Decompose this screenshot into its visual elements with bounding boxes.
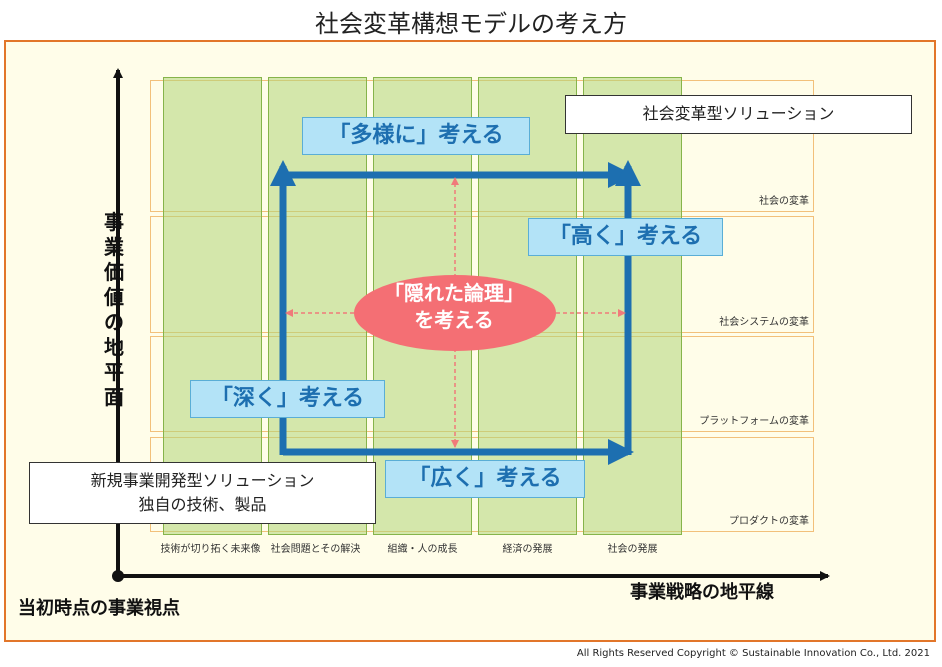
vertical-axis-char: 値: [104, 285, 124, 309]
social-transformation-solution-box: 社会変革型ソリューション: [565, 95, 912, 134]
column-label-organization: 組織・人の成長: [387, 544, 458, 555]
vertical-axis-label: 事 業 価 値 の 地 平 面: [100, 210, 128, 410]
column-future: [163, 77, 262, 535]
new-business-solution-box: 新規事業開発型ソリューション 独自の技術、製品: [29, 462, 376, 524]
vertical-axis-char: 事: [104, 210, 124, 234]
new-business-solution-line2: 独自の技術、製品: [138, 495, 267, 514]
vertical-axis-char: 平: [104, 360, 124, 384]
column-label-future: 技術が切り拓く未来像: [160, 544, 261, 555]
vertical-axis-char: 面: [104, 385, 124, 409]
column-label-social-problem: 社会問題とその解決: [270, 544, 361, 555]
hidden-logic-ellipse: [354, 275, 556, 351]
think-wide-box: 「広く」考える: [385, 460, 585, 498]
copyright-text: All Rights Reserved Copyright © Sustaina…: [576, 648, 930, 659]
vertical-axis-char: 地: [104, 335, 124, 359]
vertical-axis-char: の: [104, 310, 124, 334]
hidden-logic-label: 「隠れた論理」 を考える: [354, 280, 554, 334]
think-diverse-box: 「多様に」考える: [302, 117, 530, 155]
hidden-logic-line2: を考える: [414, 308, 494, 332]
think-deep-box: 「深く」考える: [190, 380, 385, 418]
vertical-axis-char: 価: [104, 260, 124, 284]
column-label-society: 社会の発展: [607, 544, 658, 555]
origin-label: 当初時点の事業視点: [18, 598, 180, 619]
column-label-economy: 経済の発展: [502, 544, 553, 555]
think-high-box: 「高く」考える: [528, 218, 723, 256]
new-business-solution-line1: 新規事業開発型ソリューション: [90, 471, 315, 490]
band-label-social: 社会の変革: [759, 196, 809, 207]
vertical-axis-char: 業: [104, 235, 124, 259]
hidden-logic-line1: 「隠れた論理」: [384, 281, 524, 305]
horizontal-axis-label: 事業戦略の地平線: [630, 582, 774, 603]
diagram-title: 社会変革構想モデルの考え方: [315, 10, 627, 38]
band-label-social-system: 社会システムの変革: [719, 317, 809, 328]
origin-dot: [112, 570, 124, 582]
band-label-platform: プラットフォームの変革: [699, 416, 809, 427]
band-label-product: プロダクトの変革: [729, 516, 809, 527]
